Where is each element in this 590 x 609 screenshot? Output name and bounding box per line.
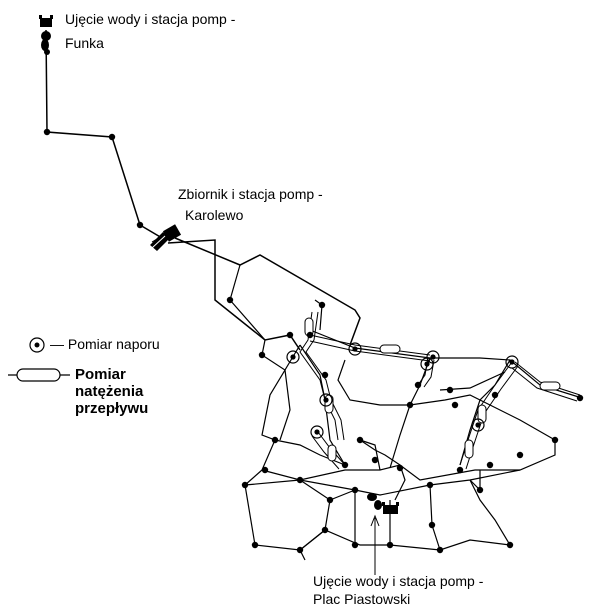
pressure-point (471, 418, 485, 432)
main-transmission-pipe (45, 29, 163, 239)
legend-flow-symbol (8, 368, 70, 382)
flow-meter (464, 439, 474, 459)
pipe-karolewo-north (174, 237, 361, 346)
pressure-point (310, 425, 324, 439)
funka-station-icon (39, 15, 53, 55)
legend-flow-label-line3: przepływu (75, 400, 149, 417)
pressure-point (420, 357, 434, 371)
legend-flow-label-line2: natężenia (75, 383, 144, 400)
pressure-point (505, 355, 519, 369)
plac-piastowski-label-line2: Plac Piastowski (313, 591, 411, 607)
pressure-point (348, 342, 362, 356)
funka-label-line1: Ujęcie wody i stacja pomp - (65, 11, 236, 27)
flow-measurement-segments (151, 227, 581, 470)
network-nodes (43, 128, 584, 554)
funka-label-line2: Funka (65, 35, 104, 51)
city-network (229, 264, 583, 561)
karolewo-label-line2: Karolewo (185, 207, 244, 223)
karolewo-station-icon (150, 224, 182, 251)
plac-piastowski-arrow (370, 514, 380, 575)
plac-piastowski-label-line1: Ujęcie wody i stacja pomp - (313, 573, 484, 589)
legend-pressure-symbol (29, 337, 45, 353)
pressure-measurement-points (286, 342, 519, 439)
legend-flow-label-line1: Pomiar (75, 366, 126, 383)
pressure-point (286, 350, 300, 364)
plac-piastowski-station-icon (367, 493, 399, 514)
flow-meter-symbols (304, 317, 561, 462)
karolewo-label-line1: Zbiornik i stacja pomp - (178, 186, 323, 202)
flow-meter (327, 444, 337, 462)
pressure-point (319, 393, 333, 407)
flow-meter (379, 344, 401, 354)
pipe-karolewo-south (167, 239, 301, 351)
legend-pressure-label: — Pomiar naporu (50, 336, 160, 352)
flow-meter (477, 404, 487, 424)
flow-meter (539, 381, 561, 391)
